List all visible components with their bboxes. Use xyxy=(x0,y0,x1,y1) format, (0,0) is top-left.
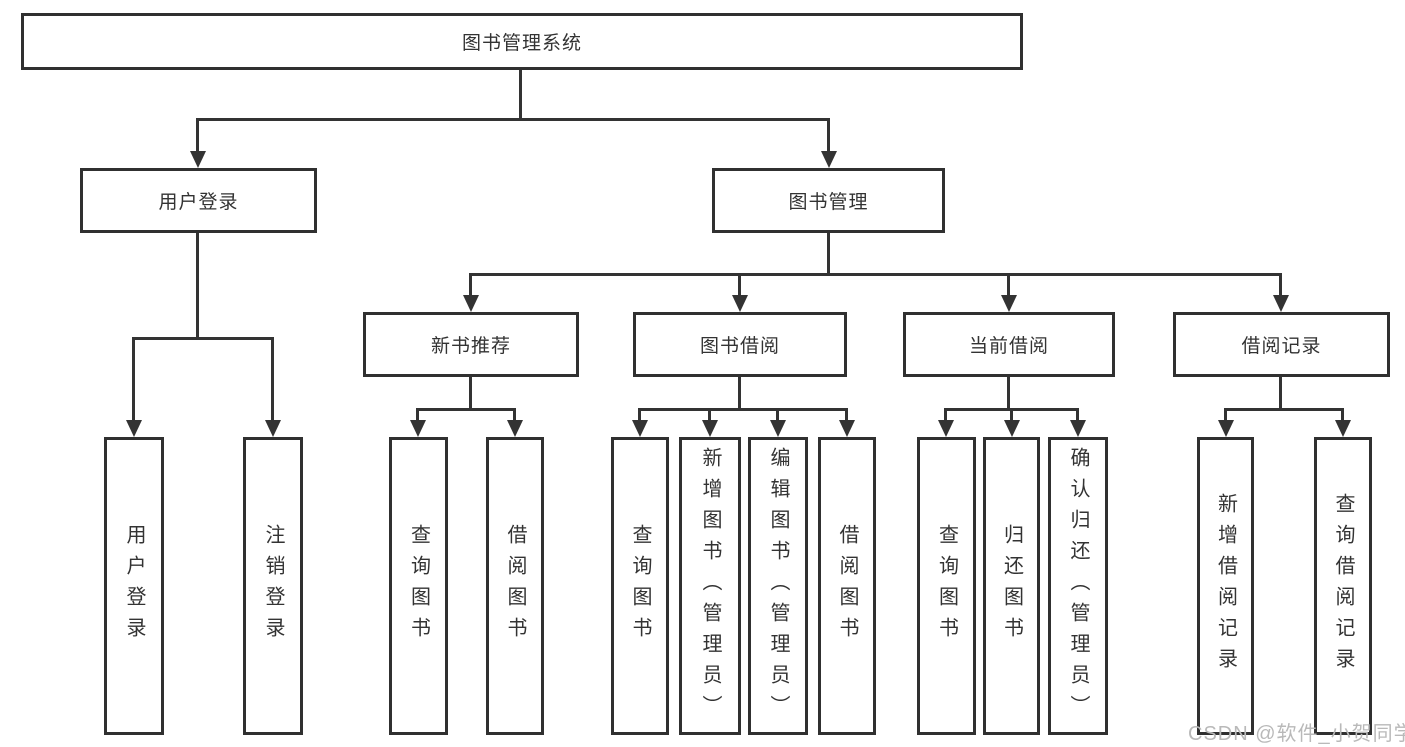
node-book-borrowing: 图书借阅 xyxy=(633,312,847,377)
arrow-down-icon xyxy=(770,420,786,437)
arrow-down-icon xyxy=(1070,420,1086,437)
arrow-down-icon xyxy=(839,420,855,437)
connector-line xyxy=(638,408,848,411)
connector-line xyxy=(1010,408,1013,421)
node-label: 查询图书 xyxy=(407,524,430,648)
arrow-down-icon xyxy=(507,420,523,437)
arrow-down-icon xyxy=(126,420,142,437)
node-book-management: 图书管理 xyxy=(712,168,945,233)
node-label: 新书推荐 xyxy=(430,336,511,357)
arrow-down-icon xyxy=(1004,420,1020,437)
node-label: 用户登录 xyxy=(123,524,145,648)
node-user-login: 用户登录 xyxy=(80,168,317,233)
node-label: 借阅图书 xyxy=(836,524,858,648)
arrow-down-icon xyxy=(732,295,748,312)
node-label: 确认归还（管理员） xyxy=(1067,446,1089,726)
connector-line xyxy=(132,337,274,340)
connector-line xyxy=(469,377,472,411)
node-label: 查询借阅记录 xyxy=(1332,493,1354,679)
connector-line xyxy=(845,408,848,421)
node-borrow-books-recommend: 借阅图书 xyxy=(486,437,544,735)
node-query-borrow-record: 查询借阅记录 xyxy=(1314,437,1372,735)
node-current-borrowing: 当前借阅 xyxy=(903,312,1115,377)
node-label: 图书管理系统 xyxy=(461,33,582,54)
connector-line xyxy=(738,273,741,296)
connector-line xyxy=(1007,377,1010,411)
arrow-down-icon xyxy=(410,420,426,437)
node-label: 用户登录 xyxy=(158,192,239,213)
node-logout-action: 注销登录 xyxy=(243,437,303,735)
node-label: 借阅记录 xyxy=(1241,336,1322,357)
connector-line xyxy=(1341,408,1344,421)
arrow-down-icon xyxy=(702,420,718,437)
connector-line xyxy=(271,337,274,421)
connector-line xyxy=(1076,408,1079,421)
connector-line xyxy=(944,408,947,421)
connector-line xyxy=(1279,377,1282,411)
node-label: 图书管理 xyxy=(788,192,869,213)
node-label: 查询图书 xyxy=(629,524,651,648)
connector-line xyxy=(827,118,830,152)
node-label: 图书借阅 xyxy=(699,336,780,357)
node-borrowing-records: 借阅记录 xyxy=(1173,312,1390,377)
arrow-down-icon xyxy=(632,420,648,437)
node-query-books-borrowing: 查询图书 xyxy=(611,437,669,735)
node-new-book-recommendation: 新书推荐 xyxy=(363,312,579,377)
node-borrow-books-borrowing: 借阅图书 xyxy=(818,437,876,735)
node-user-login-action: 用户登录 xyxy=(104,437,164,735)
connector-line xyxy=(416,408,516,411)
node-library-management-system: 图书管理系统 xyxy=(21,13,1023,70)
connector-line xyxy=(827,233,830,276)
node-query-books-current: 查询图书 xyxy=(917,437,976,735)
connector-line xyxy=(196,118,199,152)
node-label: 当前借阅 xyxy=(968,336,1049,357)
watermark-text: CSDN @软件_小贺同学 xyxy=(1188,723,1405,745)
connector-line xyxy=(469,273,1282,276)
arrow-down-icon xyxy=(463,295,479,312)
arrow-down-icon xyxy=(1273,295,1289,312)
connector-line xyxy=(638,408,641,421)
connector-line xyxy=(196,118,830,121)
connector-line xyxy=(519,70,522,121)
node-add-books-admin: 新增图书（管理员） xyxy=(679,437,741,735)
node-label: 新增图书（管理员） xyxy=(699,446,721,726)
node-edit-books-admin: 编辑图书（管理员） xyxy=(748,437,808,735)
node-label: 编辑图书（管理员） xyxy=(767,446,789,726)
node-return-books: 归还图书 xyxy=(983,437,1040,735)
connector-line xyxy=(1224,408,1344,411)
connector-line xyxy=(196,233,199,340)
node-add-borrow-record: 新增借阅记录 xyxy=(1197,437,1254,735)
node-confirm-return-admin: 确认归还（管理员） xyxy=(1048,437,1108,735)
node-label: 新增借阅记录 xyxy=(1214,493,1237,679)
connector-line xyxy=(513,408,516,421)
connector-line xyxy=(1279,273,1282,296)
arrow-down-icon xyxy=(938,420,954,437)
connector-line xyxy=(1224,408,1227,421)
connector-line xyxy=(708,408,711,421)
connector-line xyxy=(776,408,779,421)
connector-line xyxy=(1007,273,1010,296)
node-query-books-recommend: 查询图书 xyxy=(389,437,448,735)
arrow-down-icon xyxy=(1335,420,1351,437)
arrow-down-icon xyxy=(190,151,206,168)
connector-line xyxy=(738,377,741,411)
connector-line xyxy=(469,273,472,296)
node-label: 注销登录 xyxy=(262,524,284,648)
arrow-down-icon xyxy=(265,420,281,437)
connector-line xyxy=(416,408,419,421)
node-label: 借阅图书 xyxy=(504,524,526,648)
node-label: 归还图书 xyxy=(1000,524,1023,648)
arrow-down-icon xyxy=(1218,420,1234,437)
node-label: 查询图书 xyxy=(935,524,958,648)
arrow-down-icon xyxy=(1001,295,1017,312)
connector-line xyxy=(132,337,135,421)
arrow-down-icon xyxy=(821,151,837,168)
